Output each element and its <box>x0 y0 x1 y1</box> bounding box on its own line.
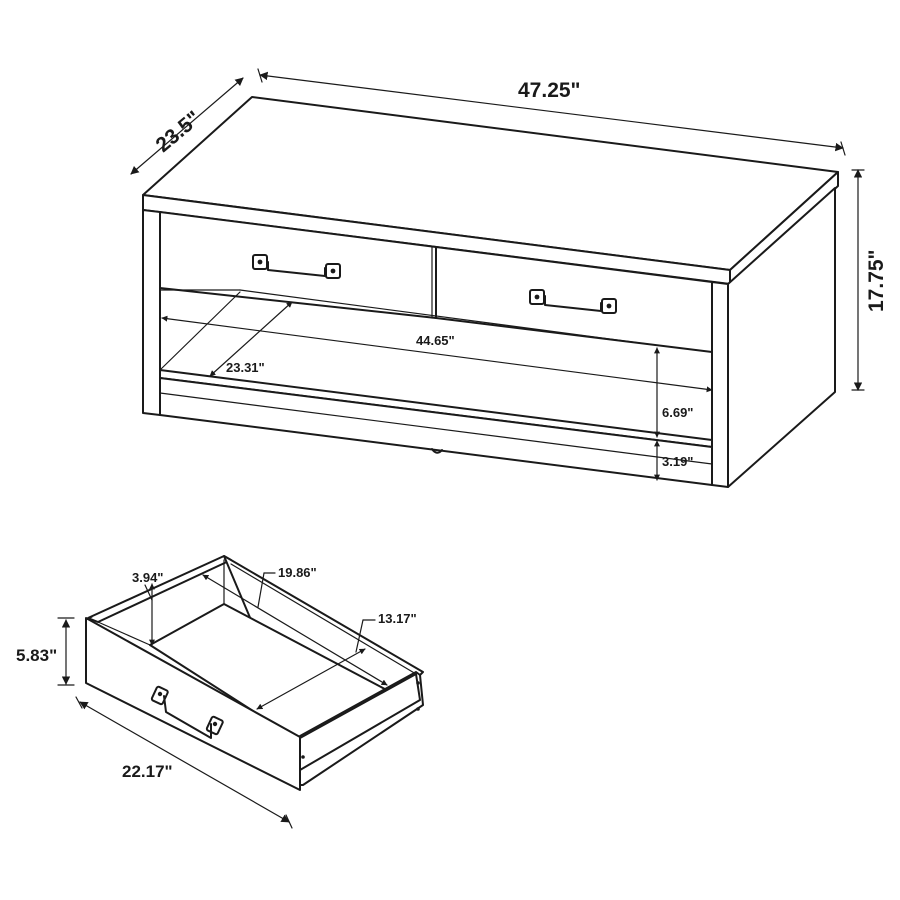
right-drawer-handle-icon <box>529 289 617 314</box>
shelf-width-label: 44.65" <box>416 333 455 348</box>
base-height-label: 3.19" <box>662 454 693 469</box>
left-drawer-handle-icon <box>252 254 341 279</box>
shelf-depth-label: 23.31" <box>226 360 265 375</box>
foot-glide <box>431 448 443 454</box>
shelf-height-label: 6.69" <box>662 405 693 420</box>
table-height-label: 17.75" <box>865 249 888 312</box>
table-top-right-edge <box>729 171 839 285</box>
shelf-front-apron <box>159 377 713 486</box>
table-left-front-leg <box>142 209 161 416</box>
table-width-label: 47.25" <box>518 79 581 102</box>
drawer: 3.94" 19.86" 13.17" 5.83" 22.17" <box>16 555 424 829</box>
drawer-depth-label: 19.86" <box>278 565 317 580</box>
drawer-width-label: 13.17" <box>378 611 417 626</box>
table-right-front-leg <box>711 281 729 488</box>
coffee-table: 47.25" 23.5" 17.75" 44.65" 23.31" 6.69" … <box>130 68 888 488</box>
drawer-front-width-label: 22.17" <box>122 762 173 781</box>
drawer-front-height-label: 5.83" <box>16 646 57 665</box>
drawer-side-height-label: 3.94" <box>132 570 163 585</box>
